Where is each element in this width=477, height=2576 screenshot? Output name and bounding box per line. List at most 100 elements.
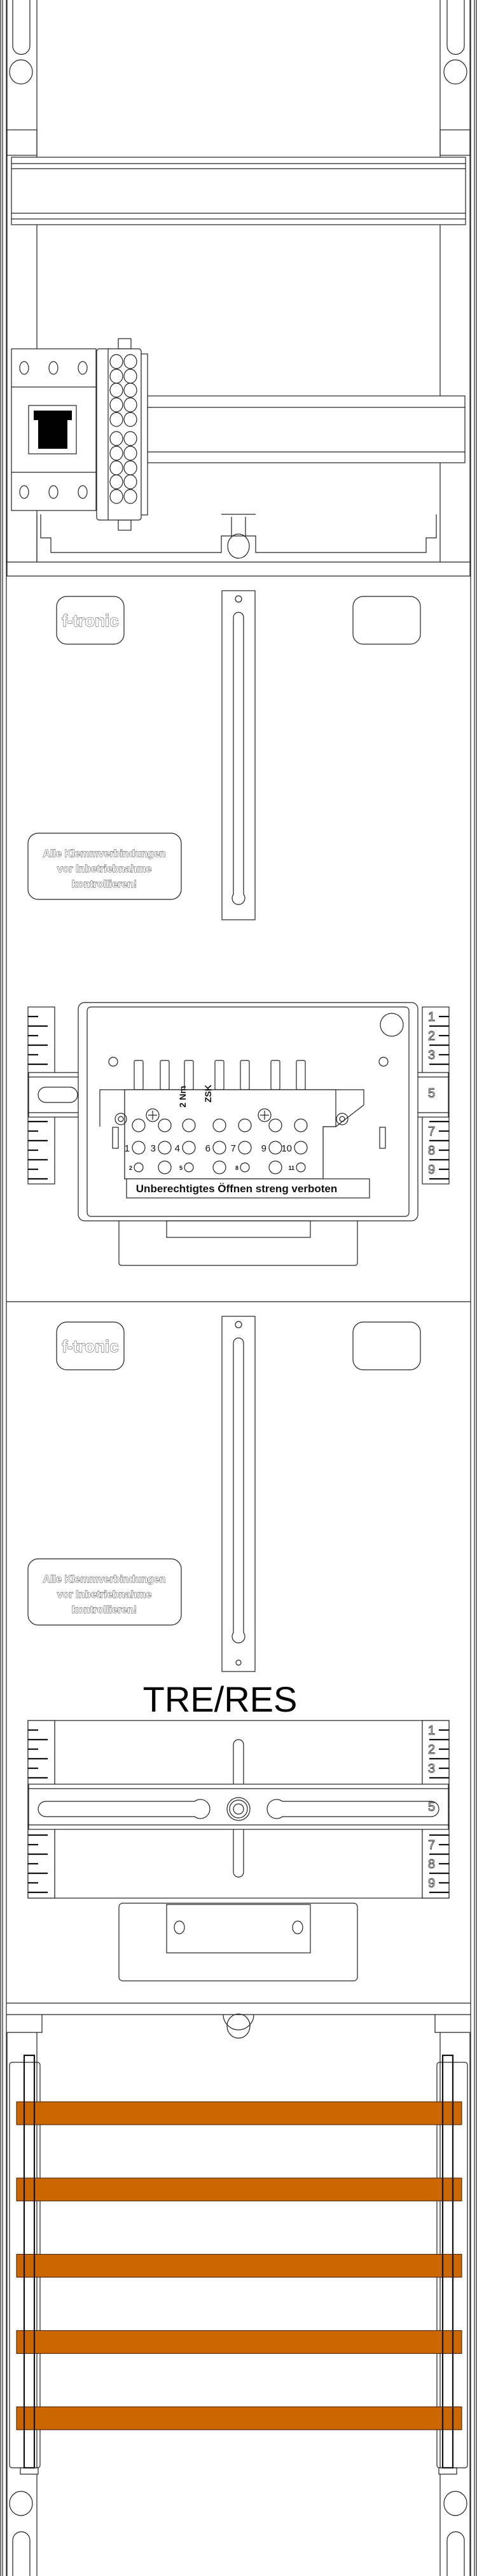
meter-pin: [296, 1060, 306, 1090]
terminal-number: 1: [125, 1143, 130, 1154]
terminal-hole: [184, 1162, 194, 1172]
terminal-hole: [268, 1118, 282, 1132]
torque-label: 2 Nm: [177, 1086, 188, 1108]
terminal-hole: [238, 1118, 252, 1132]
terminal-hole: [182, 1141, 196, 1155]
terminal-hole: [123, 412, 137, 427]
mounting-hole: [443, 59, 467, 85]
section-title: TRE/RES: [143, 1679, 298, 1719]
ruler-number: 9: [428, 1876, 435, 1890]
ruler-number: 1: [428, 1010, 435, 1024]
terminal-hole: [109, 489, 123, 504]
mounting-hole: [9, 2491, 33, 2516]
notice-line: Alle Klemmverbindungen: [43, 848, 166, 859]
terminal-hole: [212, 1118, 226, 1132]
pivot-hole: [226, 2013, 251, 2039]
busbar-section: [6, 2013, 471, 2576]
terminal-hole: [123, 383, 137, 398]
terminal-hole: [123, 431, 137, 446]
terminal-hole: [182, 1118, 196, 1132]
panel-meter-1: f-tronic Alle Klemmverbindungen vor Inbe…: [6, 590, 471, 1302]
ruler-number: 8: [428, 1144, 435, 1158]
mounting-hole: [9, 59, 33, 85]
ruler-number: 3: [428, 1762, 435, 1776]
terminal-hole: [296, 1162, 306, 1172]
terminal-hole: [109, 383, 123, 398]
brand-logo: f-tronic: [62, 1337, 119, 1356]
label-field: [352, 1321, 421, 1370]
meter-pin: [184, 1060, 194, 1090]
terminal-hole: [294, 1141, 308, 1155]
terminal-block-icon: [96, 338, 148, 531]
terminal-hole: [134, 1162, 144, 1172]
terminal-number: 8: [235, 1165, 238, 1171]
screw-cross: [148, 1111, 157, 1120]
terminal-number: 2: [129, 1165, 132, 1171]
busbar: [16, 2101, 462, 2125]
meter-pin: [214, 1060, 225, 1090]
screw-cross: [260, 1111, 269, 1120]
terminal-number: 9: [261, 1143, 266, 1154]
terminal-hole: [268, 1160, 282, 1174]
ruler-number: 2: [428, 1743, 435, 1757]
terminal-hole: [212, 1160, 226, 1174]
notice-line: kontrollieren!: [72, 879, 137, 890]
terminal-hole: [123, 354, 137, 369]
busbar: [16, 2330, 462, 2354]
ruler-number: 1: [428, 1724, 435, 1738]
terminal-hole: [123, 397, 137, 412]
brand-logo: f-tronic: [62, 611, 119, 630]
terminal-hole: [109, 397, 123, 412]
terminal-hole: [268, 1141, 282, 1155]
ruler-number: 7: [428, 1125, 435, 1139]
terminal-hole: [123, 489, 137, 504]
warning-label: Unberechtigtes Öffnen streng verboten: [136, 1183, 337, 1195]
terminal-hole: [132, 1118, 146, 1132]
terminal-hole: [238, 1141, 252, 1155]
meter-pin: [134, 1060, 144, 1090]
pivot-hole: [227, 533, 250, 559]
terminal-hole: [109, 412, 123, 427]
terminal-number: 11: [288, 1165, 294, 1171]
ruler-number: 2: [428, 1029, 435, 1043]
meter-pin: [160, 1060, 170, 1090]
notice-line: vor Inbetriebnahme: [57, 864, 152, 875]
terminal-hole: [123, 446, 137, 461]
din-rail-top: [11, 157, 466, 225]
busbar: [16, 2178, 462, 2202]
terminal-hole: [123, 474, 137, 489]
meter-pin: [270, 1060, 280, 1090]
label-field: [352, 596, 421, 645]
ruler-number: 9: [428, 1163, 435, 1177]
terminal-hole: [109, 354, 123, 369]
terminal-number: 6: [205, 1143, 211, 1154]
terminal-hole: [158, 1160, 172, 1174]
switch-handle[interactable]: [34, 411, 72, 449]
terminal-hole: [212, 1141, 226, 1155]
top-section-base: [6, 514, 471, 577]
notice-line: vor Inbetriebnahme: [57, 1589, 152, 1600]
main-switch-icon[interactable]: [11, 348, 97, 511]
ruler-number: 3: [428, 1048, 435, 1062]
ruler-number: 5: [428, 1800, 435, 1814]
terminal-hole: [109, 446, 123, 461]
busbar: [16, 2406, 462, 2430]
ruler-number: 8: [428, 1857, 435, 1871]
meter-pin: [240, 1060, 250, 1090]
terminal-hole: [132, 1141, 146, 1155]
terminal-hole: [109, 474, 123, 489]
terminal-hole: [158, 1141, 172, 1155]
terminal-hole: [240, 1162, 250, 1172]
din-rail-switch: [147, 395, 466, 463]
terminal-number: 3: [151, 1143, 156, 1154]
mounting-hole: [443, 2491, 467, 2516]
terminal-number: 5: [179, 1165, 183, 1171]
terminal-hole: [158, 1118, 172, 1132]
terminal-hole: [294, 1118, 308, 1132]
notice-line: Alle Klemmverbindungen: [43, 1574, 166, 1585]
code-label: ZSK: [203, 1085, 213, 1102]
